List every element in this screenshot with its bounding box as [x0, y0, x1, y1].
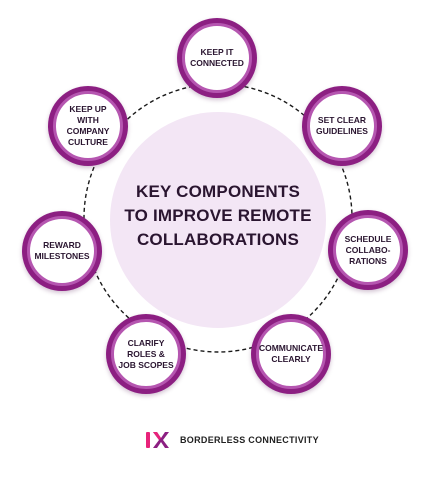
node-inner-ring: SET CLEAR GUIDELINES	[307, 91, 377, 161]
node-label: KEEP IT CONNECTED	[190, 47, 244, 69]
node-keep-up-company-culture: KEEP UP WITH COMPANY CULTURE	[48, 86, 128, 166]
center-title: KEY COMPONENTS TO IMPROVE REMOTE COLLABO…	[120, 180, 316, 252]
node-label-line: COLLABO-	[345, 244, 391, 255]
node-label-line: COMMUNICATE	[258, 343, 324, 353]
node-label-line: CLEARLY	[271, 354, 311, 364]
node-label-line: SCHEDULE	[344, 233, 392, 244]
node-label: KEEP UP WITH COMPANY CULTURE	[67, 104, 110, 148]
ix-logo-icon	[146, 431, 170, 449]
node-reward-milestones: REWARD MILESTONES	[22, 211, 102, 291]
node-schedule-collaborations: SCHEDULE COLLABO- RATIONS	[328, 210, 408, 290]
node-label-line: GUIDELINES	[316, 126, 368, 136]
node-label-line: CONNECTED	[190, 58, 244, 68]
node-communicate-clearly: COMMUNICATE CLEARLY	[251, 314, 331, 394]
node-label: CLARIFY ROLES & JOB SCOPES	[118, 338, 173, 371]
brand-name: BORDERLESS CONNECTIVITY	[180, 435, 319, 445]
node-label-line: MILESTONES	[34, 251, 90, 261]
node-label: COMMUNICATE CLEARLY	[259, 343, 323, 365]
node-inner-ring: CLARIFY ROLES & JOB SCOPES	[111, 319, 181, 389]
center-title-line: KEY COMPONENTS	[135, 182, 300, 201]
node-clarify-roles: CLARIFY ROLES & JOB SCOPES	[106, 314, 186, 394]
node-label-line: ROLES &	[127, 348, 165, 359]
node-set-clear-guidelines: SET CLEAR GUIDELINES	[302, 86, 382, 166]
node-label-line: KEEP IT	[200, 47, 234, 57]
node-label-line: JOB SCOPES	[118, 359, 174, 370]
center-title-line: TO IMPROVE REMOTE	[124, 206, 312, 225]
node-label-line: SET CLEAR	[317, 115, 367, 125]
node-inner-ring: REWARD MILESTONES	[27, 216, 97, 286]
center-title-line: COLLABORATIONS	[136, 230, 300, 249]
node-label-line: RATIONS	[349, 255, 387, 266]
node-label-line: COMPANY	[66, 126, 110, 136]
node-label-line: CULTURE	[68, 137, 108, 147]
node-label-line: REWARD	[43, 240, 81, 250]
node-label-line: CLARIFY	[127, 337, 165, 348]
node-label: SET CLEAR GUIDELINES	[316, 115, 368, 137]
node-label: SCHEDULE COLLABO- RATIONS	[345, 234, 392, 267]
node-inner-ring: KEEP IT CONNECTED	[182, 23, 252, 93]
node-inner-ring: KEEP UP WITH COMPANY CULTURE	[53, 91, 123, 161]
center-disc	[110, 112, 326, 328]
node-label: REWARD MILESTONES	[34, 240, 89, 262]
node-keep-it-connected: KEEP IT CONNECTED	[177, 18, 257, 98]
node-inner-ring: COMMUNICATE CLEARLY	[256, 319, 326, 389]
node-label-line: KEEP UP	[69, 104, 107, 114]
footer-brand: BORDERLESS CONNECTIVITY	[146, 430, 319, 450]
node-label-line: WITH	[77, 115, 99, 125]
node-inner-ring: SCHEDULE COLLABO- RATIONS	[333, 215, 403, 285]
